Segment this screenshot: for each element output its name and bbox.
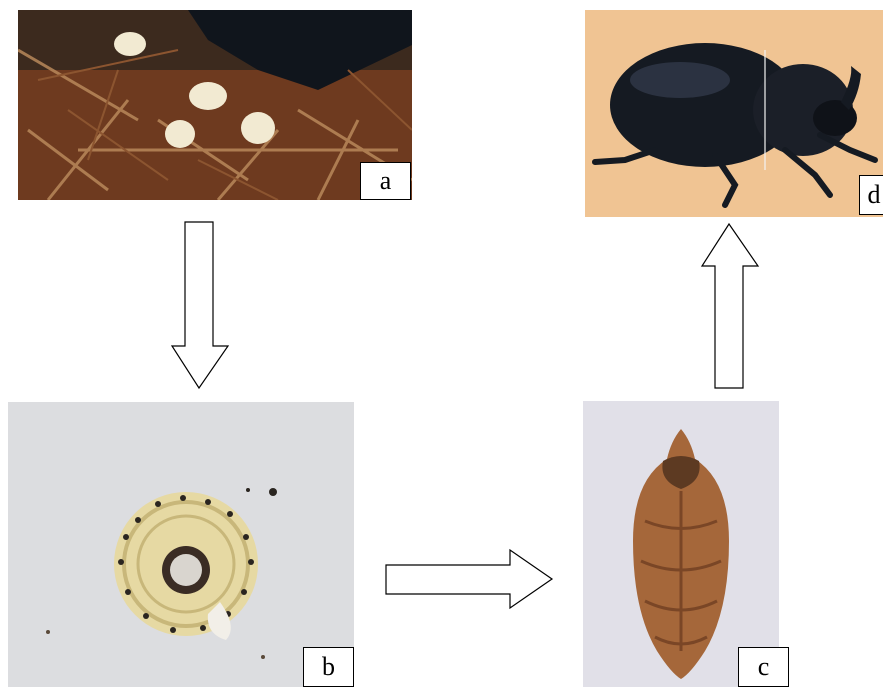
egg-stage-photo [18,10,412,200]
arrow-down [170,220,230,390]
pupa-stage-photo [583,401,779,687]
arrow-up [700,222,760,390]
arrow-right [384,548,554,610]
stage-label-a: a [360,162,411,200]
larva-stage-photo [8,402,354,687]
stage-label-b: b [303,647,354,687]
adult-beetle-photo [585,10,883,217]
stage-label-c: c [738,647,789,687]
stage-label-d: d [859,175,883,215]
